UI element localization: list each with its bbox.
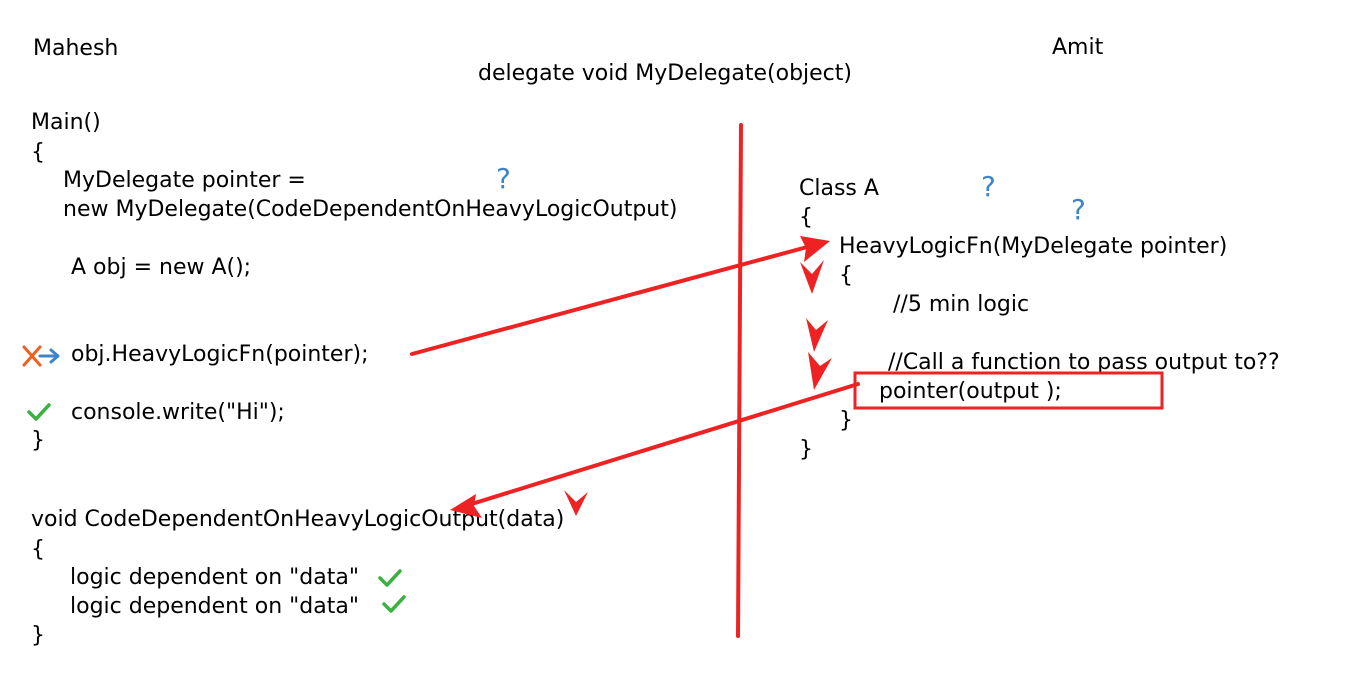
callback-logic-line2: logic dependent on "data" <box>70 594 359 619</box>
check-icon-logic1 <box>378 569 402 587</box>
heavy-logic-call: obj.HeavyLogicFn(pointer); <box>71 342 369 367</box>
x-icon <box>22 345 42 367</box>
question-mark-1: ? <box>496 162 511 195</box>
call-function-comment: //Call a function to pass output to?? <box>888 350 1280 375</box>
callback-signature: void CodeDependentOnHeavyLogicOutput(dat… <box>31 507 565 532</box>
call-arrow-line <box>410 241 824 356</box>
check-icon-logic2 <box>382 595 406 613</box>
main-close-brace: } <box>31 428 45 453</box>
question-mark-2: ? <box>981 170 996 203</box>
flow-chevron-3 <box>808 352 832 390</box>
callback-open-brace: { <box>31 537 45 562</box>
callback-close-brace: } <box>31 623 45 648</box>
heavy-logic-signature: HeavyLogicFn(MyDelegate pointer) <box>839 234 1228 259</box>
flow-chevron-2 <box>806 318 828 352</box>
question-mark-3: ? <box>1071 193 1086 226</box>
class-close-brace: } <box>799 437 813 462</box>
main-open-brace: { <box>31 140 45 165</box>
pointer-invoke-statement: pointer(output ); <box>879 379 1062 404</box>
flow-chevron-1 <box>800 260 824 294</box>
five-min-logic-comment: //5 min logic <box>893 292 1030 317</box>
delegate-instance-line2: new MyDelegate(CodeDependentOnHeavyLogic… <box>63 197 678 222</box>
delegate-declaration: delegate void MyDelegate(object) <box>478 61 852 86</box>
left-author-label: Mahesh <box>33 36 119 61</box>
main-signature: Main() <box>31 110 101 135</box>
flow-chevron-4 <box>564 490 588 516</box>
fn-open-brace: { <box>839 263 853 288</box>
class-a-signature: Class A <box>799 176 879 201</box>
right-arrow-icon <box>38 348 60 364</box>
console-write-statement: console.write("Hi"); <box>71 400 285 425</box>
check-icon-console <box>27 403 51 421</box>
new-a-statement: A obj = new A(); <box>71 255 252 280</box>
divider-line <box>736 123 743 638</box>
class-open-brace: { <box>799 205 813 230</box>
call-arrow-head <box>800 236 830 262</box>
callback-logic-line1: logic dependent on "data" <box>70 565 359 590</box>
fn-close-brace: } <box>839 408 853 433</box>
right-author-label: Amit <box>1052 35 1104 60</box>
delegate-instance-line1: MyDelegate pointer = <box>63 168 306 193</box>
